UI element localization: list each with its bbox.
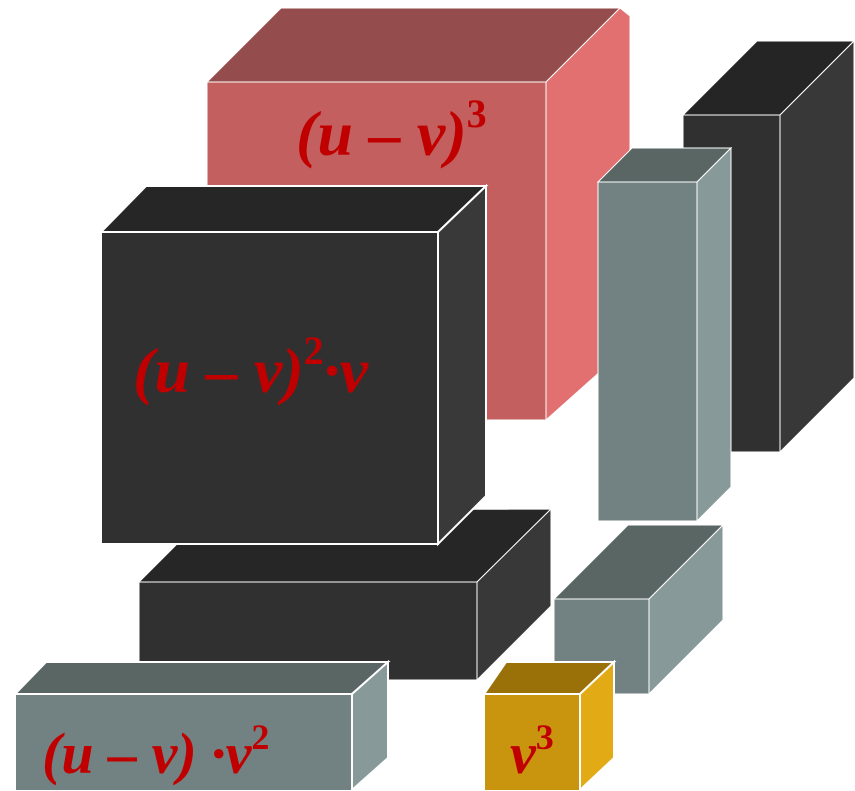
dark-block-label: (u – v)2·v: [133, 328, 369, 406]
gray-slab-front-face: [14, 693, 353, 791]
gold-cube-v-cubed: v3: [482, 659, 617, 791]
gray-slab-label: (u – v) ·v2: [42, 717, 269, 786]
dark-block-top-face: [98, 185, 489, 233]
gold-cube-front-face: [483, 693, 581, 791]
tall-gray-block: [596, 146, 733, 523]
gray-slab-u-minus-v-v-squared: (u – v) ·v2: [12, 659, 391, 791]
gray-slab-top-face: [12, 661, 391, 695]
dark-block-front-face: [100, 231, 439, 545]
red-cube-label: (u – v)3: [296, 91, 487, 169]
tall-gray-block-front-face: [597, 181, 698, 522]
dark-block-right-face: [437, 183, 487, 547]
dark-block-u-minus-v-squared-v: (u – v)2·v: [98, 183, 489, 547]
gold-cube-label: v3: [510, 717, 554, 786]
tall-gray-block-right-face: [696, 146, 732, 523]
